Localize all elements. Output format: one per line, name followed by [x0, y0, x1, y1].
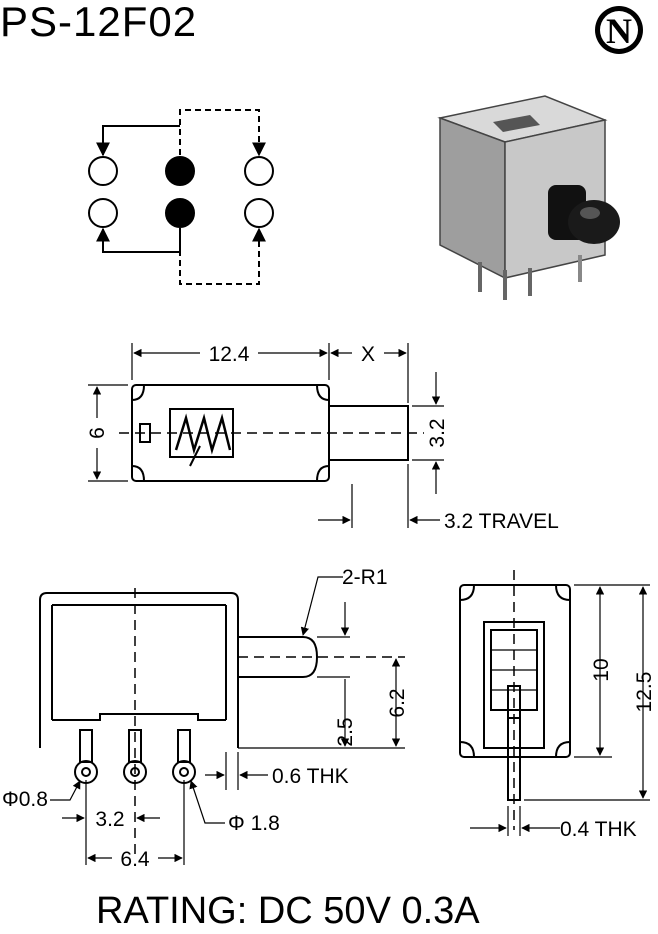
svg-text:N: N [606, 11, 632, 51]
side-thk-label: 0.6 THK [272, 765, 349, 788]
travel-label: 3.2 TRAVEL [444, 510, 559, 533]
slide-switch-photo-icon [437, 95, 620, 300]
dim-6-2-label: 6.2 [386, 688, 409, 717]
phi-1-8-label: Φ 1.8 [228, 812, 280, 835]
end-thk-label: 0.4 THK [560, 818, 637, 841]
switch-contact-schematic-icon [88, 109, 274, 285]
dim-12-5-label: 12.5 [633, 672, 656, 713]
rating-text: RATING: DC 50V 0.3A [96, 890, 480, 932]
top-view-length-label: 12.4 [209, 343, 250, 366]
model-title: PS-12F02 [0, 0, 198, 45]
dim-2-5-label: 2.5 [334, 717, 357, 746]
phi-0-8-label: Φ0.8 [2, 788, 48, 811]
top-view-drawing [88, 343, 444, 528]
end-view-drawing [459, 570, 650, 836]
n-brand-logo-icon: N [595, 6, 643, 54]
dim-10-label: 10 [590, 658, 613, 681]
top-view-actuator-label: 3.2 [426, 418, 449, 447]
top-view-x-label: X [361, 343, 375, 366]
radius-label: 2-R1 [342, 566, 388, 589]
pitch-label: 3.2 [95, 808, 124, 831]
side-view-drawing [39, 576, 405, 865]
top-view-height-label: 6 [86, 427, 109, 439]
span-label: 6.4 [120, 848, 150, 871]
